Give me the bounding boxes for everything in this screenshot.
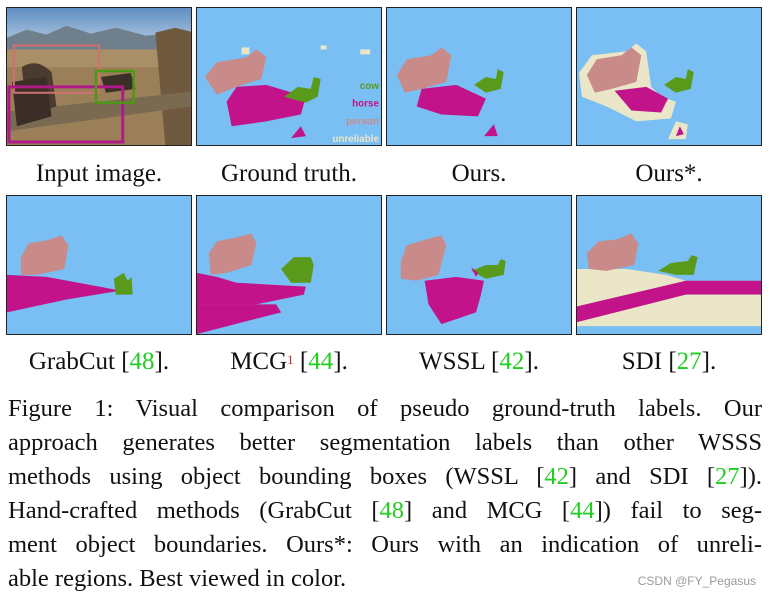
mcg-segmentation [197,233,381,334]
ref-42: 42 [499,348,525,375]
wssl-panel [386,195,572,335]
grabcut-panel [6,195,192,335]
wssl-segmentation [400,235,506,325]
sdi-panel [576,195,762,335]
caption-sdi: SDI [27]. [621,348,717,375]
figure-label: Figure 1: [8,395,114,422]
caption-wssl: WSSL [42]. [419,348,539,375]
mcg-panel [196,195,382,335]
caption-ours-star: Ours*. [635,160,703,187]
watermark: CSDN @FY_Pegasus [637,574,756,588]
input-photo [7,8,191,145]
caption-line-2: approach generates better segmentation l… [8,429,762,456]
legend-person: person [346,116,379,127]
figure-caption: Figure 1: Visual comparison of pseudo gr… [8,392,762,596]
caption-grabcut: GrabCut [48]. [28,348,170,375]
caption-line-4: Hand-crafted methods (GrabCut [48] and M… [8,497,763,524]
caption-ground-truth: Ground truth. [220,160,358,187]
caption-mcg: MCG1 [44]. [230,348,348,375]
input-image-panel [6,7,192,146]
caption-line-1: Figure 1: Visual comparison of pseudo gr… [8,395,763,422]
ours-panel [386,7,572,146]
gt-segmentation: cow horse person unreliable [204,45,380,145]
legend-horse: horse [352,99,379,110]
caption-input: Input image. [35,160,163,187]
caption-line-5: ment object boundaries. Ours*: Ours with… [8,531,762,558]
ours-star-segmentation [578,43,694,140]
legend-cow: cow [360,81,380,92]
ours-segmentation [396,47,504,137]
legend-unreliable: unreliable [332,134,379,145]
caption-line-3: methods using object bounding boxes (WSS… [8,463,762,490]
caption-line-6: able regions. Best viewed in color. [8,565,347,592]
ref-48: 48 [129,348,155,375]
grabcut-segmentation [7,235,133,313]
footnote-marker: 1 [287,352,294,367]
ref-44: 44 [308,348,334,375]
ground-truth-panel: cow horse person unreliable [196,7,382,146]
sdi-segmentation [577,233,761,334]
ours-star-panel [576,7,762,146]
ref-27: 27 [676,348,702,375]
caption-ours: Ours. [451,160,507,187]
